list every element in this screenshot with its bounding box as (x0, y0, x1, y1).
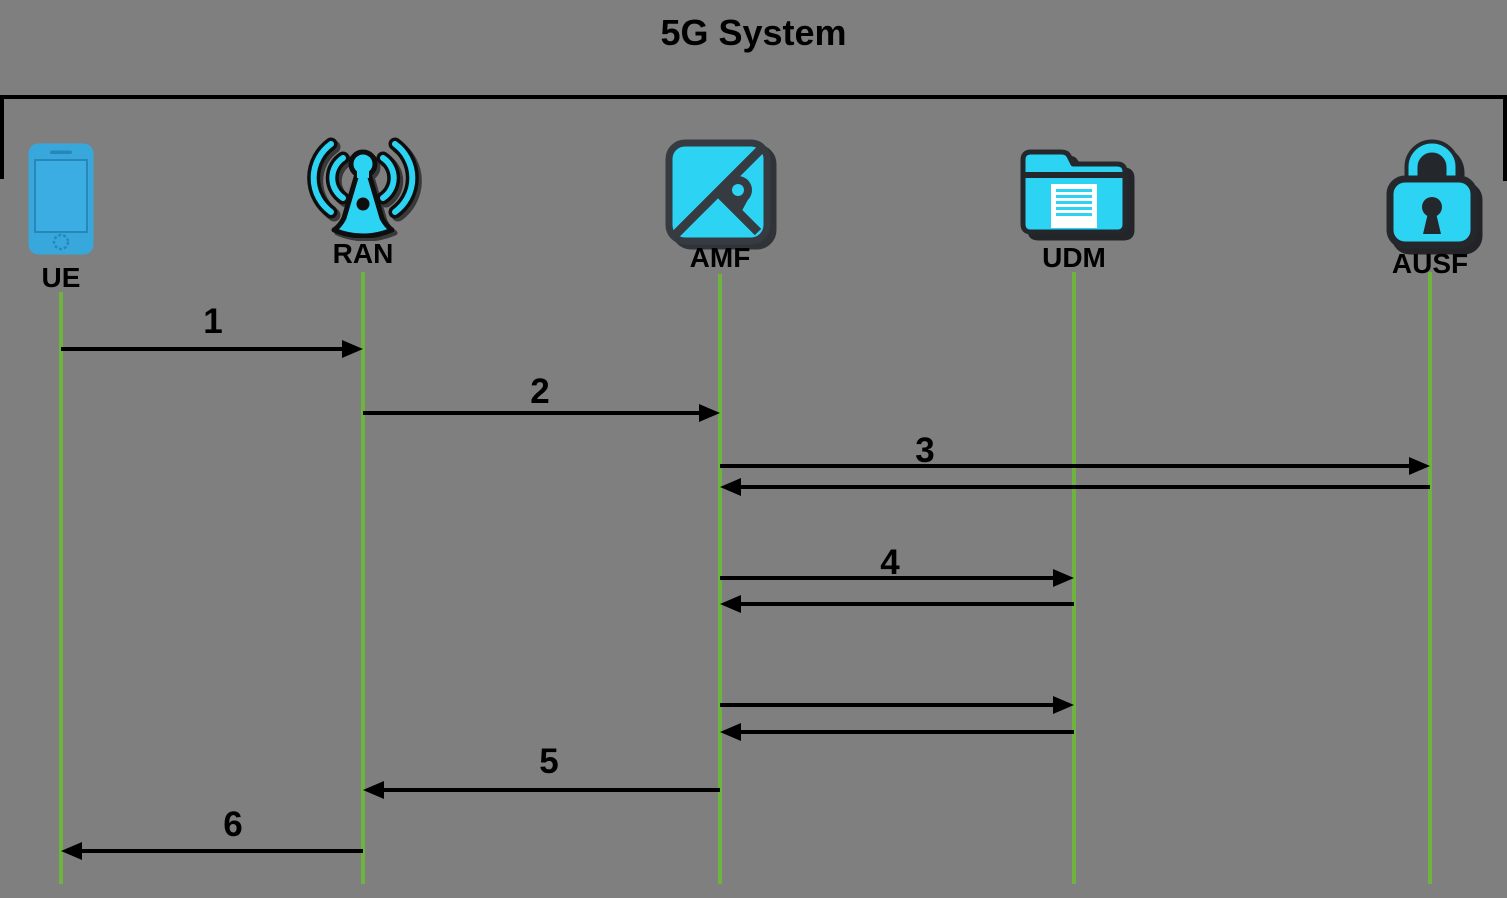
actor-label-ue: UE (41, 262, 81, 293)
lifeline-udm (1072, 272, 1076, 884)
system-boundary-line (0, 95, 1507, 99)
system-boundary-right-tick (1503, 95, 1507, 181)
antenna-tower-icon (307, 137, 419, 239)
message-arrow-8-line (738, 730, 1074, 734)
message-arrow-5-line (720, 576, 1056, 580)
actor-amf (664, 138, 776, 255)
system-boundary-left-tick (0, 95, 4, 179)
message-arrow-5-head (1053, 569, 1074, 587)
map-pin-icon (665, 139, 771, 245)
message-arrow-3-head (1409, 457, 1430, 475)
lifeline-ausf (1428, 272, 1432, 884)
folder-document-icon (1020, 149, 1128, 235)
message-arrow-4-head (720, 478, 741, 496)
message-arrow-8-head (720, 723, 741, 741)
message-arrow-2-head (699, 404, 720, 422)
message-arrow-6-head (720, 595, 741, 613)
message-number-1: 1 (203, 302, 223, 341)
actor-label-amf: AMF (689, 242, 751, 273)
actor-ran (307, 134, 419, 243)
lifeline-ran (361, 272, 365, 884)
message-arrow-10-line (79, 849, 363, 853)
message-arrow-10-head (61, 842, 82, 860)
message-number-2: 2 (530, 372, 550, 411)
message-number-4: 4 (880, 543, 900, 582)
message-arrow-4-line (738, 485, 1430, 489)
message-number-6: 6 (223, 805, 243, 844)
message-arrow-6-line (738, 602, 1074, 606)
message-arrow-7-line (720, 703, 1056, 707)
message-arrow-3-line (720, 464, 1412, 468)
diagram-title: 5G System (660, 12, 847, 53)
actor-ue (27, 142, 95, 261)
actor-ausf (1380, 127, 1480, 258)
actor-label-udm: UDM (1042, 242, 1106, 273)
actor-udm (1015, 140, 1133, 243)
padlock-icon (1386, 139, 1478, 249)
actor-label-ran: RAN (332, 238, 394, 269)
message-number-5: 5 (539, 742, 559, 781)
message-arrow-9-line (381, 788, 720, 792)
lifeline-ue (59, 292, 63, 884)
smartphone-icon (28, 143, 94, 255)
message-arrow-1-line (61, 347, 345, 351)
message-arrow-2-line (363, 411, 702, 415)
message-arrow-7-head (1053, 696, 1074, 714)
message-arrow-1-head (342, 340, 363, 358)
message-arrow-9-head (363, 781, 384, 799)
message-number-3: 3 (915, 431, 935, 470)
